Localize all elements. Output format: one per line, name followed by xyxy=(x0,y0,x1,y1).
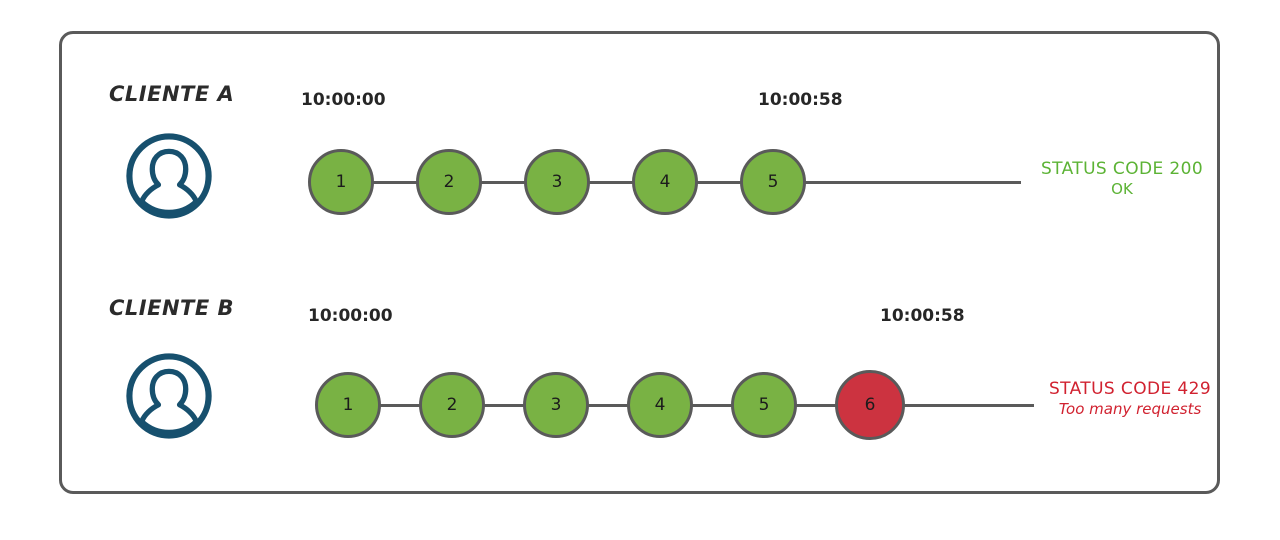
request-node[interactable]: 1 xyxy=(308,149,374,215)
request-node[interactable]: 3 xyxy=(524,149,590,215)
request-node-label: 1 xyxy=(335,172,347,192)
status-text-b: Too many requests xyxy=(1058,400,1202,419)
connector-b-tail xyxy=(894,404,1034,407)
request-node-label: 5 xyxy=(758,395,770,415)
user-avatar-icon xyxy=(125,352,213,440)
request-node[interactable]: 3 xyxy=(523,372,589,438)
status-badge-a: STATUS CODE 200 OK xyxy=(1022,159,1222,199)
diagram-frame: CLIENTE A 10:00:00 10:00:58 1 2 3 xyxy=(59,31,1220,494)
request-node[interactable]: 2 xyxy=(416,149,482,215)
request-node[interactable]: 1 xyxy=(315,372,381,438)
request-node-label: 2 xyxy=(446,395,458,415)
connector-a-tail xyxy=(799,181,1021,184)
client-label-a: CLIENTE A xyxy=(109,82,235,106)
status-code-a: STATUS CODE 200 xyxy=(1040,159,1204,179)
request-node-label: 4 xyxy=(659,172,671,192)
request-node-blocked[interactable]: 6 xyxy=(835,370,905,440)
timestamp-end-a: 10:00:58 xyxy=(758,90,843,110)
request-node-label: 6 xyxy=(864,395,876,415)
status-badge-b: STATUS CODE 429 Too many requests xyxy=(1025,379,1235,419)
request-node[interactable]: 4 xyxy=(627,372,693,438)
request-node[interactable]: 4 xyxy=(632,149,698,215)
request-node-label: 3 xyxy=(551,172,563,192)
request-node-label: 4 xyxy=(654,395,666,415)
timestamp-start-b: 10:00:00 xyxy=(308,306,393,326)
request-node-label: 1 xyxy=(342,395,354,415)
user-avatar-icon xyxy=(125,132,213,220)
request-node-label: 5 xyxy=(767,172,779,192)
request-node[interactable]: 5 xyxy=(731,372,797,438)
status-text-a: OK xyxy=(1111,180,1133,199)
client-label-b: CLIENTE B xyxy=(109,296,235,320)
status-code-b: STATUS CODE 429 xyxy=(1048,379,1212,399)
request-node-label: 3 xyxy=(550,395,562,415)
request-node[interactable]: 5 xyxy=(740,149,806,215)
request-node-label: 2 xyxy=(443,172,455,192)
timestamp-start-a: 10:00:00 xyxy=(301,90,386,110)
request-node[interactable]: 2 xyxy=(419,372,485,438)
timestamp-end-b: 10:00:58 xyxy=(880,306,965,326)
